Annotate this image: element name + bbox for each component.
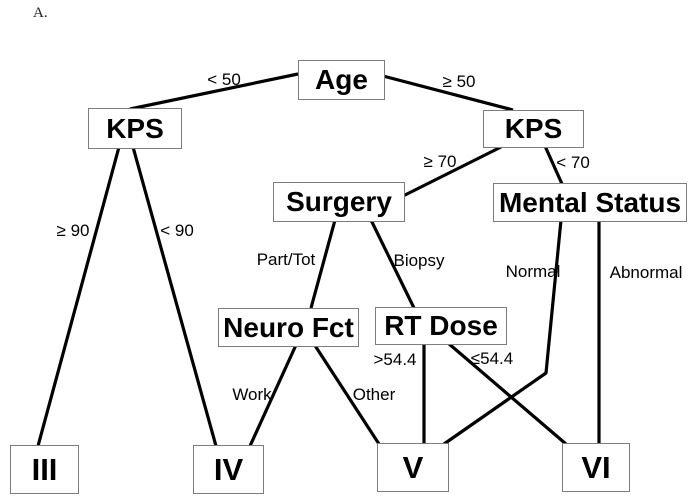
edge-label-kps-ge-70: ≥ 70: [423, 152, 457, 171]
edge-neuro-fct-to-iv: [248, 344, 298, 447]
node-surgery-label: Surgery: [286, 186, 392, 217]
edge-label-work: Work: [232, 385, 272, 404]
node-age: Age: [298, 60, 385, 100]
edge-label-other: Other: [352, 385, 396, 404]
edge-age-to-kps-left: [129, 72, 299, 111]
edge-surgery-to-neuro-fct: [309, 219, 337, 309]
edge-label-rt-le-544: ≤54.4: [470, 349, 514, 368]
node-neuro-fct: Neuro Fct: [218, 308, 359, 347]
node-class-vi: VI: [562, 443, 630, 492]
edge-mental-status-to-v: [443, 219, 563, 446]
edge-kps-right-to-surgery: [400, 145, 502, 199]
edge-label-rt-gt-544: >54.4: [373, 350, 417, 369]
node-surgery: Surgery: [273, 182, 405, 222]
node-class-vi-label: VI: [581, 450, 611, 485]
node-age-label: Age: [315, 64, 368, 95]
edge-label-age-lt-50: < 50: [207, 70, 241, 89]
edge-surgery-to-rt-dose: [369, 219, 416, 309]
node-rt-dose: RT Dose: [375, 307, 507, 345]
edge-label-kps-ge-90: ≥ 90: [56, 221, 90, 240]
edge-kps-right-to-mental-status: [543, 145, 564, 185]
node-class-iii-label: III: [31, 452, 58, 487]
edge-label-kps-lt-70: < 70: [556, 153, 590, 172]
node-kps-left: KPS: [88, 108, 182, 149]
node-class-v-label: V: [402, 450, 424, 485]
node-mental-status: Mental Status: [493, 183, 687, 222]
edge-age-to-kps-right: [382, 74, 514, 112]
figure-panel-label: A.: [33, 5, 48, 21]
edge-kps-left-to-iv: [131, 146, 218, 447]
edge-label-biopsy: Biopsy: [393, 251, 445, 270]
edge-label-abnormal: Abnormal: [609, 263, 683, 282]
node-class-iii: III: [10, 445, 79, 494]
node-neuro-fct-label: Neuro Fct: [223, 311, 354, 343]
node-kps-left-label: KPS: [106, 112, 164, 144]
node-rt-dose-label: RT Dose: [384, 310, 498, 341]
edge-kps-left-to-iii: [36, 146, 121, 447]
edge-rt-dose-to-vi: [446, 341, 568, 446]
edge-label-kps-lt-90: < 90: [160, 221, 194, 240]
node-class-iv-label: IV: [213, 452, 244, 487]
node-kps-right: KPS: [483, 110, 584, 148]
edge-label-age-ge-50: ≥ 50: [442, 72, 476, 91]
edge-label-normal: Normal: [505, 262, 561, 281]
node-kps-right-label: KPS: [504, 113, 563, 144]
node-mental-status-label: Mental Status: [498, 186, 682, 218]
edge-neuro-fct-to-v: [312, 343, 381, 445]
edge-label-part-tot: Part/Tot: [256, 250, 316, 269]
node-class-iv: IV: [193, 445, 264, 494]
node-class-v: V: [377, 443, 449, 492]
